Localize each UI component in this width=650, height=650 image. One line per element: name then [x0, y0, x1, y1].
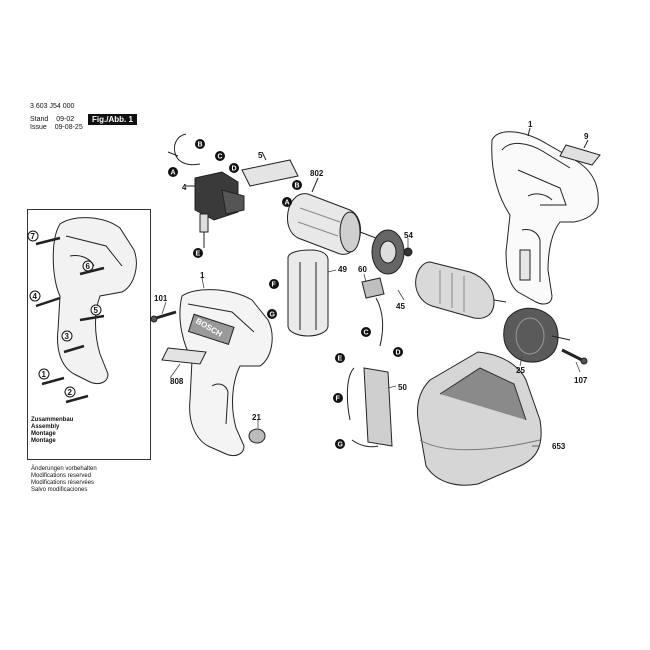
marker-d-switch: D — [232, 166, 237, 173]
document-number: 3 603 J54 000 — [30, 103, 75, 110]
stand-label: Stand — [30, 116, 49, 123]
marker-c-switch: C — [218, 154, 223, 161]
part-number-housing-left: 1 — [200, 271, 205, 280]
step-2: 2 — [68, 388, 73, 397]
label-sticker-808 — [161, 347, 207, 365]
issue-label: Issue — [30, 124, 47, 131]
stand-line: Stand 09-02 — [30, 116, 74, 124]
screw-107 — [561, 348, 588, 365]
figure-tag: Fig./Abb. 1 — [88, 114, 137, 125]
cap-21 — [248, 428, 266, 444]
battery-pack — [287, 249, 329, 337]
part-number-battery: 49 — [338, 265, 347, 274]
inset-screw-6 — [79, 266, 105, 276]
assembly-inset-frame — [27, 209, 151, 460]
inset-screw-3 — [63, 344, 85, 354]
step-4: 4 — [33, 292, 38, 301]
modifications-en: Modifications reserved — [31, 473, 92, 479]
label-sticker-9 — [559, 144, 601, 166]
chuck — [503, 307, 571, 363]
part-number-808: 808 — [170, 377, 184, 386]
part-number-45: 45 — [396, 302, 405, 311]
marker-d-board: D — [396, 350, 401, 357]
step-6: 6 — [86, 262, 91, 271]
part-number-housing-right: 1 — [528, 120, 533, 129]
part-number-5: 5 — [258, 151, 263, 160]
part-number-21: 21 — [252, 413, 261, 422]
assembly-caption: Zusammenbau Assembly Montage Montage — [31, 417, 73, 445]
issue-value: 09-08-25 — [54, 124, 83, 131]
issue-line: Issue 09-08-25 — [30, 124, 83, 132]
inset-screw-5 — [79, 314, 105, 322]
part-number-9: 9 — [584, 132, 589, 141]
stand-value: 09-02 — [56, 116, 75, 123]
modifications-de: Änderungen vorbehalten — [31, 466, 97, 472]
step-7: 7 — [31, 232, 36, 241]
part-number-107: 107 — [574, 376, 588, 385]
circuit-board — [346, 367, 393, 448]
motor — [287, 193, 377, 255]
assembly-caption-fr: Montage — [31, 431, 56, 437]
marker-b-switch: B — [198, 142, 203, 149]
assembly-caption-es: Montage — [31, 438, 56, 444]
part-number-motor: 802 — [310, 169, 324, 178]
marker-f-board: F — [336, 396, 341, 403]
assembly-step-markers: 7 6 4 5 3 1 2 — [27, 230, 102, 398]
battery-connector — [361, 277, 385, 347]
step-1: 1 — [42, 370, 47, 379]
assembly-caption-de: Zusammenbau — [31, 417, 74, 423]
gearbox — [415, 261, 507, 319]
part-number-653: 653 — [552, 442, 566, 451]
inset-screw-1 — [41, 376, 65, 386]
marker-b-motor: B — [295, 183, 300, 190]
part-number-60: 60 — [358, 265, 367, 274]
connector-markers: B C A D E B A F G C D E F G — [168, 139, 403, 449]
marker-c-board: C — [364, 330, 369, 337]
screw-101 — [150, 310, 177, 323]
assembly-caption-en: Assembly — [31, 424, 60, 430]
inset-screw-7 — [35, 236, 61, 246]
inset-screw-4 — [35, 296, 61, 308]
part-number-chuck: 25 — [516, 366, 525, 375]
switch-module — [167, 133, 245, 248]
modifications-fr: Modifications réservées — [31, 480, 95, 486]
step-3: 3 — [65, 332, 70, 341]
label-sticker-5 — [241, 159, 299, 187]
housing-half-left: BOSCH — [179, 289, 273, 457]
assembly-inset-drill — [52, 217, 137, 385]
marker-e-board: E — [338, 356, 343, 363]
marker-e-switch: E — [196, 251, 201, 258]
marker-f-battery: F — [272, 282, 277, 289]
step-5: 5 — [94, 306, 99, 315]
part-number-54: 54 — [404, 231, 413, 240]
part-number-101: 101 — [154, 294, 168, 303]
inset-screw-2 — [65, 394, 89, 404]
part-number-switch: 4 — [182, 183, 187, 192]
modifications-es: Salvo modificaciones — [31, 487, 88, 493]
marker-a-motor: A — [285, 200, 290, 207]
marker-g-battery: G — [270, 312, 276, 319]
modifications-note: Änderungen vorbehalten Modifications res… — [31, 466, 97, 494]
gear-plate — [371, 229, 413, 275]
marker-a-switch: A — [171, 170, 176, 177]
part-number-50: 50 — [398, 383, 407, 392]
charger-base — [417, 351, 542, 486]
marker-g-board: G — [338, 442, 344, 449]
housing-half-right — [491, 131, 599, 305]
